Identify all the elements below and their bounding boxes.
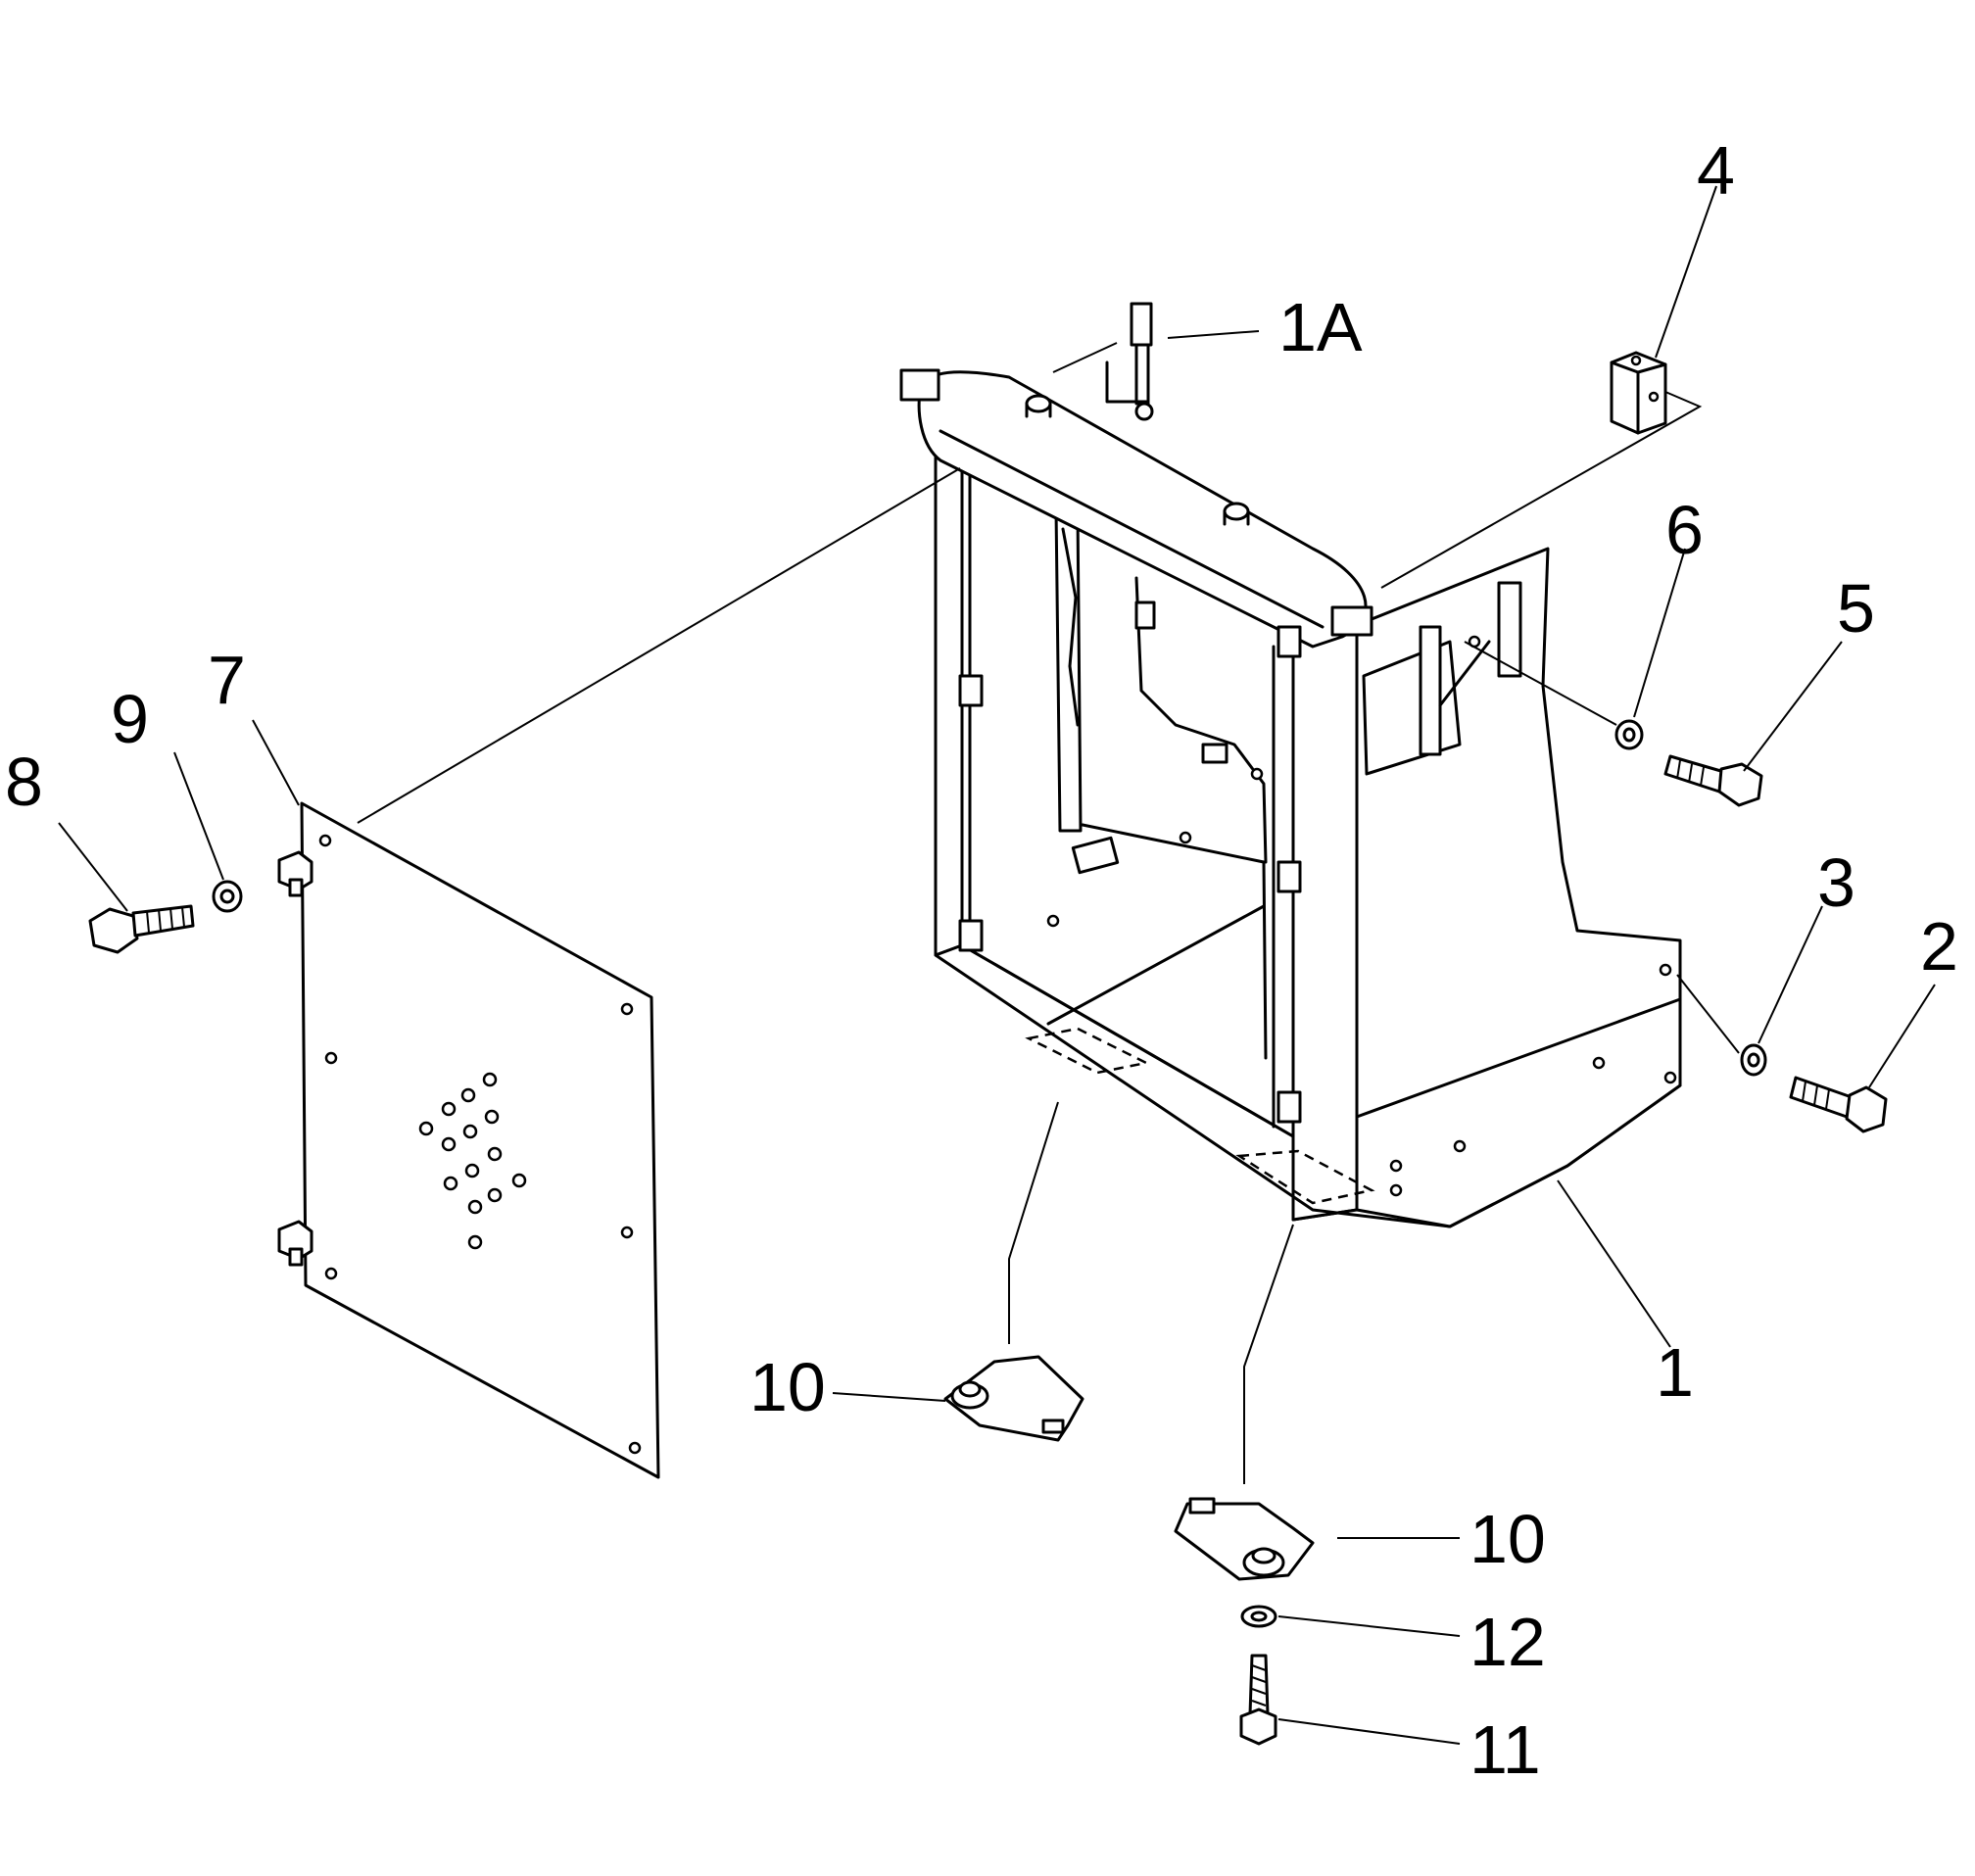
callout-10-right: 10 xyxy=(1469,1501,1546,1577)
callout-1: 1 xyxy=(1656,1334,1694,1411)
callout-11: 11 xyxy=(1469,1711,1541,1788)
callout-3: 3 xyxy=(1817,844,1855,921)
washer-part-9 xyxy=(212,880,243,913)
callout-1a: 1A xyxy=(1278,289,1363,365)
cover-plate-part-10-right xyxy=(1174,1497,1315,1581)
callout-9: 9 xyxy=(111,681,149,757)
callout-2: 2 xyxy=(1920,908,1958,985)
callout-4: 4 xyxy=(1697,132,1735,209)
assembly-lines xyxy=(58,185,1936,1745)
callout-10-left: 10 xyxy=(749,1349,826,1425)
callout-6: 6 xyxy=(1665,492,1704,568)
bolt-part-8 xyxy=(88,904,195,954)
washer-part-6 xyxy=(1614,719,1644,750)
callout-5: 5 xyxy=(1837,570,1875,647)
washer-part-3 xyxy=(1740,1043,1767,1077)
cover-plate-part-10-left xyxy=(943,1355,1084,1442)
washer-part-12 xyxy=(1240,1605,1277,1628)
callout-7: 7 xyxy=(208,642,246,718)
callout-labels: 1A 4 6 5 3 2 7 9 8 1 10 10 12 11 xyxy=(5,132,1958,1788)
block-part-4 xyxy=(1610,351,1667,435)
bolt-part-2 xyxy=(1789,1076,1888,1133)
callout-8: 8 xyxy=(5,744,43,820)
latch-pin-part-1a xyxy=(1105,302,1154,421)
callout-12: 12 xyxy=(1469,1604,1546,1680)
bolt-part-11 xyxy=(1239,1654,1277,1746)
bolt-part-5 xyxy=(1663,754,1763,807)
frame-cover-part-1 xyxy=(899,368,1682,1228)
door-panel-part-7 xyxy=(277,801,660,1479)
